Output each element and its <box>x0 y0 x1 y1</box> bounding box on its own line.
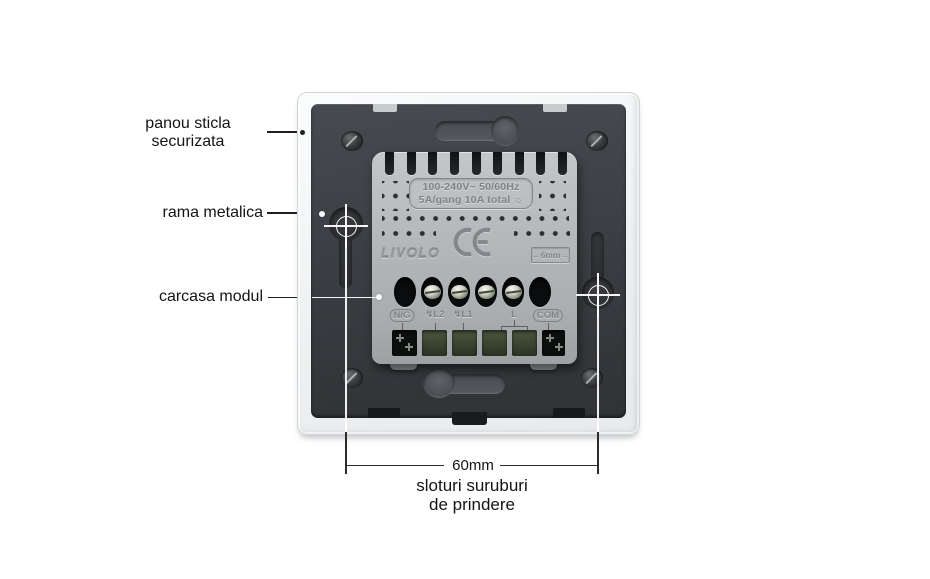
top-keyhole-hole <box>491 116 519 146</box>
terminal-block <box>512 330 537 356</box>
corner-screw-icon <box>341 131 363 151</box>
vent-slot <box>450 152 459 175</box>
terminal-screw-icon <box>423 285 441 299</box>
vent-holes <box>539 181 566 211</box>
glass-leader-line <box>267 131 303 133</box>
dimension-line-horizontal <box>500 465 598 467</box>
terminal-hole <box>448 277 470 307</box>
l-bracket-end <box>501 326 503 332</box>
brand-logo: LIVOLO <box>381 246 441 261</box>
rating-line2: 5A/gang 10A total ☼ <box>418 194 524 206</box>
terminal-tick <box>463 323 465 330</box>
glass-panel-label-line1: panou sticla <box>145 115 231 132</box>
terminal-hole <box>394 277 416 307</box>
terminal-label-l1: ↯L1 <box>453 309 473 320</box>
metal-frame-label: rama metalica <box>162 204 263 221</box>
terminal-label-com: COM <box>532 309 564 322</box>
vent-holes <box>382 181 409 211</box>
wire-strip-gauge: ←6mm→ <box>531 247 570 263</box>
terminal-tick <box>548 323 550 330</box>
vent-slot <box>472 152 481 175</box>
terminal-block <box>452 330 477 356</box>
terminal-label-ng: N/G <box>389 309 415 322</box>
vent-slot <box>515 152 524 175</box>
screw-slots-label-line2: de prindere <box>428 495 515 514</box>
module-label: carcasa modul <box>158 288 263 305</box>
module-leader-line <box>268 296 312 298</box>
dimension-value: 60mm <box>452 457 494 474</box>
corner-screw-icon <box>586 131 608 151</box>
module-housing: 100-240V~ 50/60Hz 5A/gang 10A total ☼ LI… <box>372 152 577 364</box>
glass-leader-dot-icon <box>300 129 305 135</box>
vent-holes <box>382 226 436 241</box>
terminal-screw-icon <box>504 285 522 299</box>
terminal-label-l2: ↯L2 <box>425 309 445 320</box>
bottom-keyhole-hole <box>423 368 455 398</box>
vent-slot <box>558 152 567 175</box>
rating-line1: 100-240V~ 50/60Hz <box>422 181 520 193</box>
frame-leader-line <box>267 212 319 214</box>
terminal-screw-icon <box>450 285 468 299</box>
terminal-block <box>542 330 565 356</box>
terminal-block <box>422 330 447 356</box>
terminal-hole <box>475 277 497 307</box>
corner-screw-icon <box>581 368 603 388</box>
frame-tab <box>543 104 567 112</box>
frame-leader-dot-icon <box>319 211 325 217</box>
dimension-line-left <box>345 226 347 432</box>
terminal-label-l: L <box>511 309 517 320</box>
vent-slot <box>536 152 545 175</box>
dimension-line-right <box>597 432 599 474</box>
vent-holes <box>514 226 570 241</box>
vent-slot <box>493 152 502 175</box>
screw-slots-label: sloturi suruburi de prindere <box>362 476 582 514</box>
rating-plate: 100-240V~ 50/60Hz 5A/gang 10A total ☼ <box>409 178 533 209</box>
left-crosshair-icon <box>345 204 347 248</box>
right-crosshair-icon <box>597 273 599 317</box>
l-bracket-stem <box>514 320 516 326</box>
screw-slots-label-line1: sloturi suruburi <box>416 476 528 495</box>
frame-tab <box>368 408 400 418</box>
terminal-block <box>392 330 417 356</box>
frame-tab <box>452 412 487 425</box>
vent-slot <box>407 152 416 175</box>
l-bracket <box>501 326 528 328</box>
vent-holes <box>382 211 569 226</box>
glass-panel-label: panou sticla securizata <box>113 115 263 151</box>
terminal-screw-icon <box>477 285 495 299</box>
vent-slot <box>428 152 437 175</box>
dimension-line-right <box>597 295 599 432</box>
glass-panel-label-line2: securizata <box>151 133 225 150</box>
l-bracket-end <box>527 326 529 332</box>
corner-screw-icon <box>341 368 363 388</box>
frame-tab <box>553 408 585 418</box>
ce-mark-icon <box>451 224 493 265</box>
terminal-hole <box>502 277 524 307</box>
frame-tab <box>373 104 397 112</box>
dimension-line-left <box>345 432 347 474</box>
terminal-tick <box>435 323 437 330</box>
terminal-hole <box>529 277 551 307</box>
module-leader-line-white <box>312 296 377 298</box>
module-leader-dot-icon <box>376 294 382 300</box>
dimension-line-horizontal <box>347 465 444 467</box>
terminal-block <box>482 330 507 356</box>
terminal-tick <box>402 323 404 330</box>
vent-slot <box>385 152 394 175</box>
terminal-hole <box>421 277 443 307</box>
